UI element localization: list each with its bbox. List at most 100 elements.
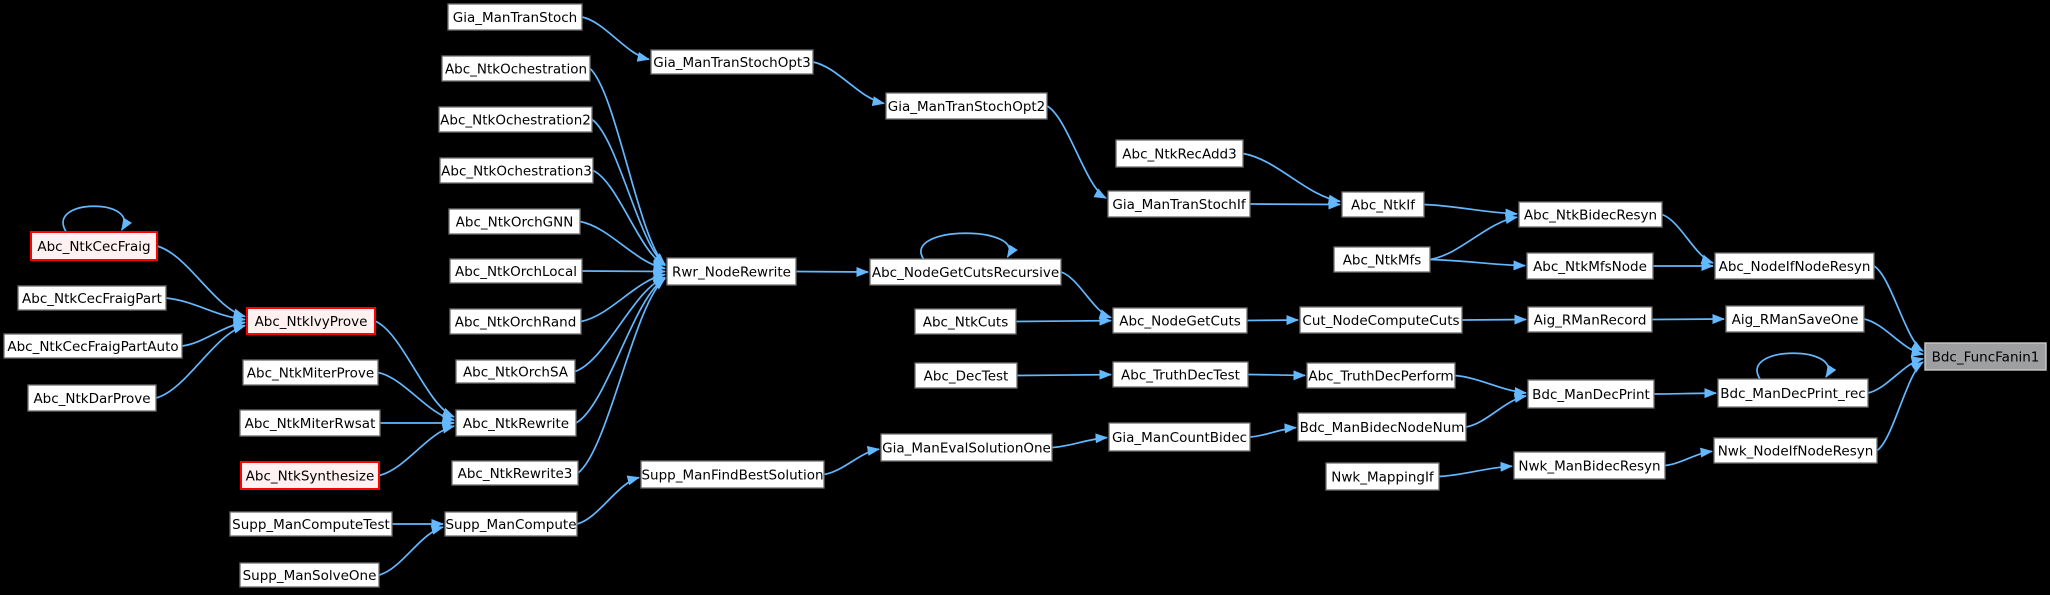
node-label: Bdc_FuncFanin1: [1932, 349, 2040, 365]
graph-node-abc_ntkcecfraigpartauto[interactable]: Abc_NtkCecFraigPartAuto: [3, 333, 183, 359]
edge-Gia_ManTranStochIf-to-Abc_NtkIf: [1249, 199, 1341, 210]
graph-node-abc_ntkcecfraigpart[interactable]: Abc_NtkCecFraigPart: [17, 285, 167, 311]
graph-node-abc_ntkochestration2[interactable]: Abc_NtkOchestration2: [438, 106, 593, 133]
graph-node-supp_mancomputetest[interactable]: Supp_ManComputeTest: [229, 511, 393, 537]
graph-node-nwk_manbidecresyn[interactable]: Nwk_ManBidecResyn: [1513, 451, 1666, 480]
graph-node-abc_ntkrecadd3[interactable]: Abc_NtkRecAdd3: [1115, 139, 1244, 168]
graph-node-rwr_noderewrite[interactable]: Rwr_NodeRewrite: [666, 257, 797, 286]
node-label: Abc_NtkOrchRand: [455, 314, 577, 330]
graph-node-abc_truthdecperform[interactable]: Abc_TruthDecPerform: [1306, 362, 1456, 389]
graph-node-abc_ntksynthesize[interactable]: Abc_NtkSynthesize: [240, 461, 380, 490]
edge-Abc_NtkBidecResyn-to-Abc_NodeIfNodeResyn: [1661, 213, 1714, 265]
node-label: Nwk_ManBidecResyn: [1518, 458, 1660, 474]
graph-node-gia_mantranstochopt3[interactable]: Gia_ManTranStochOpt3: [650, 49, 814, 75]
node-label: Nwk_MappingIf: [1331, 469, 1435, 485]
graph-node-abc_truthdectest[interactable]: Abc_TruthDecTest: [1112, 361, 1249, 388]
edge-Abc_NtkCecFraigPart-to-Abc_NtkIvyProve: [165, 297, 246, 324]
graph-node-abc_ntkdarprove[interactable]: Abc_NtkDarProve: [27, 384, 157, 412]
graph-node-gia_mancountbidec[interactable]: Gia_ManCountBidec: [1108, 422, 1251, 452]
node-label: Cut_NodeComputeCuts: [1302, 313, 1459, 329]
node-label: Abc_NtkRecAdd3: [1122, 146, 1236, 162]
node-box: [1518, 201, 1663, 228]
graph-node-abc_ntkif[interactable]: Abc_NtkIf: [1341, 191, 1425, 218]
node-box: [449, 258, 583, 284]
node-label: Abc_NodeGetCutsRecursive: [872, 265, 1059, 281]
edge-Abc_TruthDecPerform-to-Bdc_ManDecPrint: [1454, 374, 1527, 397]
edge-Abc_NtkOrchGNN-to-Rwr_NodeRewrite: [579, 220, 666, 272]
node-box: [1108, 422, 1251, 452]
graph-node-cut_nodecomputecuts[interactable]: Cut_NodeComputeCuts: [1299, 306, 1463, 334]
graph-node-supp_mancompute[interactable]: Supp_ManCompute: [444, 511, 578, 537]
graph-node-abc_ntkrewrite[interactable]: Abc_NtkRewrite: [455, 409, 577, 437]
node-label: Abc_NtkOchestration: [445, 61, 587, 77]
graph-node-abc_nodegetcuts[interactable]: Abc_NodeGetCuts: [1112, 307, 1248, 334]
graph-node-bdc_manbidecnodenum[interactable]: Bdc_ManBidecNodeNum: [1297, 412, 1467, 442]
node-label: Rwr_NodeRewrite: [672, 264, 791, 280]
node-label: Gia_ManTranStochOpt2: [888, 99, 1046, 115]
edge-Abc_DecTest-to-Abc_TruthDecTest: [1016, 369, 1112, 380]
graph-node-abc_dectest[interactable]: Abc_DecTest: [914, 362, 1018, 389]
node-box: [1112, 361, 1249, 388]
graph-node-abc_ntkorchgnn[interactable]: Abc_NtkOrchGNN: [448, 208, 581, 235]
node-label: Abc_NtkMfsNode: [1533, 259, 1647, 275]
node-box: [914, 362, 1018, 389]
graph-node-abc_ntkmfs[interactable]: Abc_NtkMfs: [1333, 246, 1431, 273]
edge-Supp_ManCompute-to-Supp_ManFindBestSolution: [576, 475, 640, 525]
graph-node-nwk_mappingif[interactable]: Nwk_MappingIf: [1325, 462, 1440, 491]
node-label: Gia_ManTranStochOpt3: [653, 55, 811, 71]
node-label: Gia_ManCountBidec: [1112, 430, 1247, 446]
edge-Abc_NtkSynthesize-to-Abc_NtkRewrite: [378, 423, 455, 477]
graph-node-aig_rmanrecord[interactable]: Aig_RManRecord: [1527, 306, 1653, 333]
edge-Aig_RManRecord-to-Aig_RManSaveOne: [1651, 314, 1725, 325]
graph-node-abc_ntkmiterprove[interactable]: Abc_NtkMiterProve: [242, 359, 379, 386]
node-label: Abc_NtkCecFraigPart: [22, 291, 162, 307]
graph-node-bdc_mandecprint_rec[interactable]: Bdc_ManDecPrint_rec: [1717, 378, 1869, 408]
graph-node-abc_ntkmiterrwsat[interactable]: Abc_NtkMiterRwsat: [239, 409, 381, 437]
graph-node-nwk_nodeifnoderesyn[interactable]: Nwk_NodeIfNodeResyn: [1713, 437, 1878, 464]
graph-node-abc_nodeifnoderesyn[interactable]: Abc_NodeIfNodeResyn: [1714, 252, 1875, 280]
graph-node-supp_manfindbestsolution[interactable]: Supp_ManFindBestSolution: [640, 460, 825, 489]
graph-node-abc_ntkbidecresyn[interactable]: Abc_NtkBidecResyn: [1518, 201, 1663, 228]
graph-node-bdc_mandecprint[interactable]: Bdc_ManDecPrint: [1527, 379, 1655, 409]
node-box: [1527, 306, 1653, 333]
graph-node-abc_ntkivyprove[interactable]: Abc_NtkIvyProve: [246, 307, 376, 335]
graph-node-abc_ntkorchrand[interactable]: Abc_NtkOrchRand: [449, 308, 582, 335]
node-box: [441, 55, 591, 82]
graph-node-abc_ntkcuts[interactable]: Abc_NtkCuts: [914, 308, 1017, 335]
node-label: Abc_DecTest: [924, 368, 1009, 384]
node-box: [1725, 305, 1865, 333]
graph-node-gia_mantranstoch[interactable]: Gia_ManTranStoch: [447, 3, 583, 31]
node-label: Abc_NodeIfNodeResyn: [1719, 259, 1871, 275]
node-box: [240, 461, 380, 490]
graph-node-bdc_funcfanin1[interactable]: Bdc_FuncFanin1: [1924, 342, 2047, 371]
graph-node-abc_ntkmfsnode[interactable]: Abc_NtkMfsNode: [1526, 252, 1654, 280]
edge-Nwk_ManBidecResyn-to-Nwk_NodeIfNodeResyn: [1664, 447, 1713, 467]
graph-node-abc_ntkorchsa[interactable]: Abc_NtkOrchSA: [455, 359, 576, 384]
graph-node-abc_ntkorchlocal[interactable]: Abc_NtkOrchLocal: [449, 258, 583, 284]
graph-node-abc_ntkochestration3[interactable]: Abc_NtkOchestration3: [439, 157, 594, 184]
graph-node-supp_mansolveone[interactable]: Supp_ManSolveOne: [239, 562, 380, 588]
node-label: Bdc_ManDecPrint_rec: [1720, 386, 1865, 402]
node-label: Gia_ManEvalSolutionOne: [882, 440, 1051, 456]
node-box: [666, 257, 797, 286]
node-label: Supp_ManCompute: [445, 517, 576, 533]
node-box: [869, 258, 1062, 286]
graph-node-aig_rmansaveone[interactable]: Aig_RManSaveOne: [1725, 305, 1865, 333]
graph-node-gia_mantranstochif[interactable]: Gia_ManTranStochIf: [1107, 190, 1251, 218]
graph-node-abc_ntkrewrite3[interactable]: Abc_NtkRewrite3: [451, 460, 579, 486]
node-label: Gia_ManTranStoch: [453, 10, 577, 26]
edge-Abc_NtkDarProve-to-Abc_NtkIvyProve: [155, 323, 246, 399]
node-label: Aig_RManRecord: [1534, 312, 1647, 328]
node-label: Abc_NtkIvyProve: [255, 314, 368, 330]
graph-node-abc_ntkochestration[interactable]: Abc_NtkOchestration: [441, 55, 591, 82]
node-box: [246, 307, 376, 335]
node-label: Nwk_NodeIfNodeResyn: [1718, 443, 1874, 459]
edge-Bdc_ManDecPrint_rec-to-Bdc_FuncFanin1: [1867, 356, 1924, 394]
graph-node-abc_ntkcecfraig[interactable]: Abc_NtkCecFraig: [30, 231, 158, 261]
graph-node-gia_manevalsolutionone[interactable]: Gia_ManEvalSolutionOne: [880, 433, 1053, 462]
graph-node-gia_mantranstochopt2[interactable]: Gia_ManTranStochOpt2: [885, 92, 1048, 120]
edge-Gia_ManCountBidec-to-Bdc_ManBidecNodeNum: [1249, 423, 1297, 438]
graph-node-abc_nodegetcutsrecursive[interactable]: Abc_NodeGetCutsRecursive: [869, 258, 1062, 286]
edge-Abc_NtkOrchRand-to-Rwr_NodeRewrite: [580, 271, 666, 323]
